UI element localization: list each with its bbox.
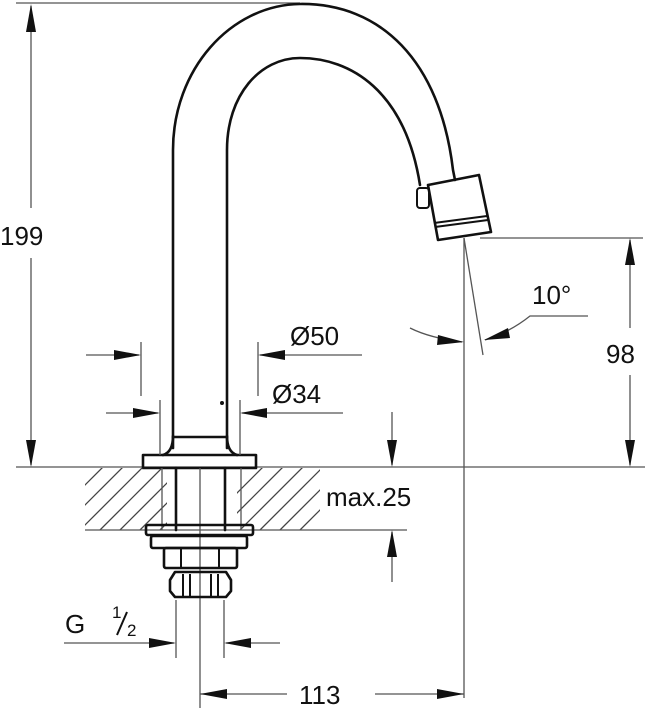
projection-113-label: 113 [299, 680, 340, 710]
height-199-dimension: 199 [0, 4, 43, 467]
flange-diameter-label: Ø50 [290, 321, 339, 351]
spout-body [171, 2, 493, 450]
deck-hatching [85, 468, 320, 531]
connection-thread-denominator: 2 [127, 621, 136, 640]
flange-diameter-dimension: Ø50 [86, 321, 362, 396]
spout-angle-dimension: 10° [409, 280, 588, 345]
connection-thread-dimension: G 1 2 [64, 600, 280, 658]
body-diameter-dimension: Ø34 [106, 379, 343, 455]
outlet-height-98-dimension: 98 [480, 237, 643, 467]
height-199-label: 199 [0, 221, 43, 251]
projection-113-dimension: 113 [199, 600, 464, 710]
deck-thickness-label: max.25 [326, 482, 411, 512]
deck-thickness-dimension: max.25 [320, 412, 411, 582]
body-diameter-label: Ø34 [272, 379, 321, 409]
connection-thread-prefix: G [65, 609, 85, 639]
spout-angle-line [463, 237, 484, 356]
connection-thread-numerator: 1 [112, 603, 121, 622]
outlet-height-98-label: 98 [606, 339, 635, 369]
threaded-shank [144, 466, 255, 600]
spout-angle-label: 10° [532, 280, 571, 310]
